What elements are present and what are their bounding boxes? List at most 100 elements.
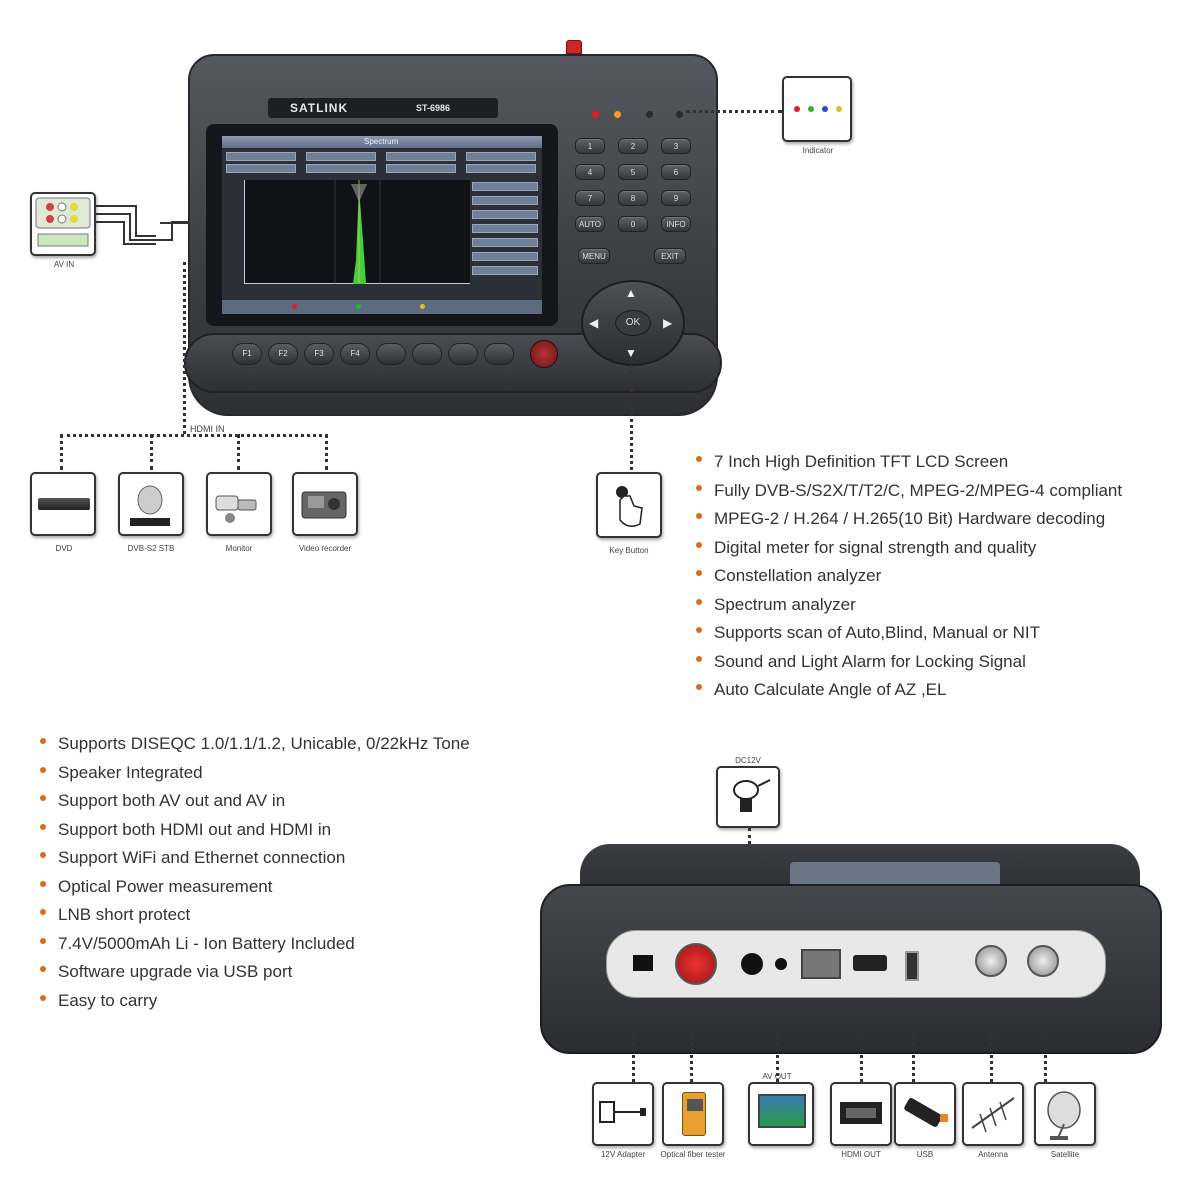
hdmi-in-label: HDMI IN — [190, 424, 225, 434]
dpad-up-button[interactable]: ▲ — [625, 286, 637, 300]
red-function-button[interactable] — [376, 343, 406, 365]
feature-item: Support WiFi and Ethernet connection — [38, 844, 470, 873]
usb-port[interactable] — [905, 951, 919, 981]
feature-item: Constellation analyzer — [694, 562, 1122, 591]
adapter-connector — [632, 1030, 635, 1082]
keypad-button-1[interactable]: 1 — [575, 138, 605, 154]
led-off-1 — [646, 111, 653, 118]
dc-jack-port[interactable] — [633, 955, 653, 971]
f4-button[interactable]: F4 — [340, 343, 370, 365]
f2-button[interactable]: F2 — [268, 343, 298, 365]
led-red — [592, 111, 599, 118]
av-out-callout — [748, 1082, 814, 1146]
screen-tab — [306, 164, 376, 173]
dpad-left-button[interactable]: ◀ — [589, 316, 599, 330]
keypad-button-2[interactable]: 2 — [618, 138, 648, 154]
satellite-caption: Satellite — [1050, 1150, 1080, 1159]
top-power-knob[interactable] — [566, 40, 582, 54]
feature-item: Fully DVB-S/S2X/T/T2/C, MPEG-2/MPEG-4 co… — [694, 477, 1122, 506]
keypad-button-3[interactable]: 3 — [661, 138, 691, 154]
feature-list-right: 7 Inch High Definition TFT LCD Screen Fu… — [694, 448, 1122, 705]
keypad-button-5[interactable]: 5 — [618, 164, 648, 180]
recorder-drop — [325, 434, 328, 470]
satellite-port[interactable] — [1027, 945, 1059, 977]
screen-bezel: Spectrum — [206, 124, 558, 326]
video-recorder-caption: Video recorder — [298, 544, 352, 553]
usb-callout — [894, 1082, 956, 1146]
lcd-screen: Spectrum — [222, 136, 542, 314]
satellite-connector — [1044, 1030, 1047, 1082]
keypad-button-4[interactable]: 4 — [575, 164, 605, 180]
hdmi-out-caption: HDMI OUT — [841, 1150, 881, 1159]
hdmi-cable-icon — [840, 1102, 882, 1124]
optical-tester-icon — [682, 1092, 706, 1136]
antenna-connector — [990, 1030, 993, 1082]
av-out-port[interactable] — [741, 953, 763, 975]
satellite-dish-icon — [1047, 1091, 1081, 1140]
keypad-button-0[interactable]: 0 — [618, 216, 648, 232]
model-label: ST-6986 — [416, 103, 451, 113]
headphone-port[interactable] — [775, 958, 787, 970]
hdmi-in-connector-v — [183, 262, 186, 434]
feature-item: 7.4V/5000mAh Li - Ion Battery Included — [38, 930, 470, 959]
dvd-drop — [60, 434, 63, 470]
keypad-button-8[interactable]: 8 — [618, 190, 648, 206]
yellow-function-button[interactable] — [448, 343, 478, 365]
green-function-button[interactable] — [412, 343, 442, 365]
dpad-down-button[interactable]: ▼ — [625, 346, 637, 360]
av-in-callout — [30, 192, 96, 256]
optical-tester-caption: Optical fiber tester — [660, 1150, 726, 1159]
feature-item: Speaker Integrated — [38, 759, 470, 788]
keypad-button-9[interactable]: 9 — [661, 190, 691, 206]
f1-button[interactable]: F1 — [232, 343, 262, 365]
monitor-caption: Monitor — [225, 544, 253, 553]
hdmi-port[interactable] — [853, 955, 887, 971]
camera-monitor-icon — [215, 495, 257, 523]
indicator-connector — [686, 110, 782, 113]
antenna-callout — [962, 1082, 1024, 1146]
adapter-callout — [592, 1082, 654, 1146]
keypad-button-6[interactable]: 6 — [661, 164, 691, 180]
av-in-cable — [96, 205, 190, 245]
screen-side-tab — [472, 252, 538, 261]
brand-logo: SATLINK — [290, 101, 349, 115]
screen-side-tab — [472, 224, 538, 233]
feature-list-left: Supports DISEQC 1.0/1.1/1.2, Unicable, 0… — [38, 730, 470, 1015]
rear-power-button[interactable] — [675, 943, 717, 985]
indicator-led-green — [808, 106, 814, 112]
dc12v-caption: DC12V — [735, 756, 761, 765]
keypad-button-info[interactable]: INFO — [661, 216, 691, 232]
stb-caption: DVB-S2 STB — [127, 544, 175, 553]
keypad-button-auto[interactable]: AUTO — [575, 216, 605, 232]
indicator-callout — [782, 76, 852, 142]
ok-button[interactable]: OK — [615, 310, 651, 336]
f3-button[interactable]: F3 — [304, 343, 334, 365]
feature-item: Supports scan of Auto,Blind, Manual or N… — [694, 619, 1122, 648]
ac-adapter-icon — [599, 1101, 646, 1123]
video-recorder-icon — [301, 491, 347, 519]
exit-button[interactable]: EXIT — [654, 248, 686, 264]
dpad: ▲ ▼ ◀ ▶ OK — [581, 280, 685, 366]
monitor-callout — [206, 472, 272, 536]
menu-button[interactable]: MENU — [578, 248, 610, 264]
keypad-button-7[interactable]: 7 — [575, 190, 605, 206]
power-button[interactable] — [530, 340, 558, 368]
video-recorder-callout — [292, 472, 358, 536]
port-panel — [606, 930, 1106, 998]
feature-item: Supports DISEQC 1.0/1.1/1.2, Unicable, 0… — [38, 730, 470, 759]
screen-tab — [226, 164, 296, 173]
blue-function-button[interactable] — [484, 343, 514, 365]
ethernet-port[interactable] — [801, 949, 841, 979]
dpad-right-button[interactable]: ▶ — [663, 316, 673, 330]
brand-plate: SATLINK ST-6986 — [268, 98, 498, 118]
screen-side-tab — [472, 182, 538, 191]
dvd-icon — [38, 498, 90, 510]
feature-item: Optical Power measurement — [38, 873, 470, 902]
screen-side-tab — [472, 196, 538, 205]
footer-green-dot — [356, 304, 361, 309]
adapter-caption: 12V Adapter — [600, 1150, 646, 1159]
dvd-callout — [30, 472, 96, 536]
stb-callout — [118, 472, 184, 536]
antenna-port[interactable] — [975, 945, 1007, 977]
hdmi-out-connector — [860, 1030, 863, 1082]
